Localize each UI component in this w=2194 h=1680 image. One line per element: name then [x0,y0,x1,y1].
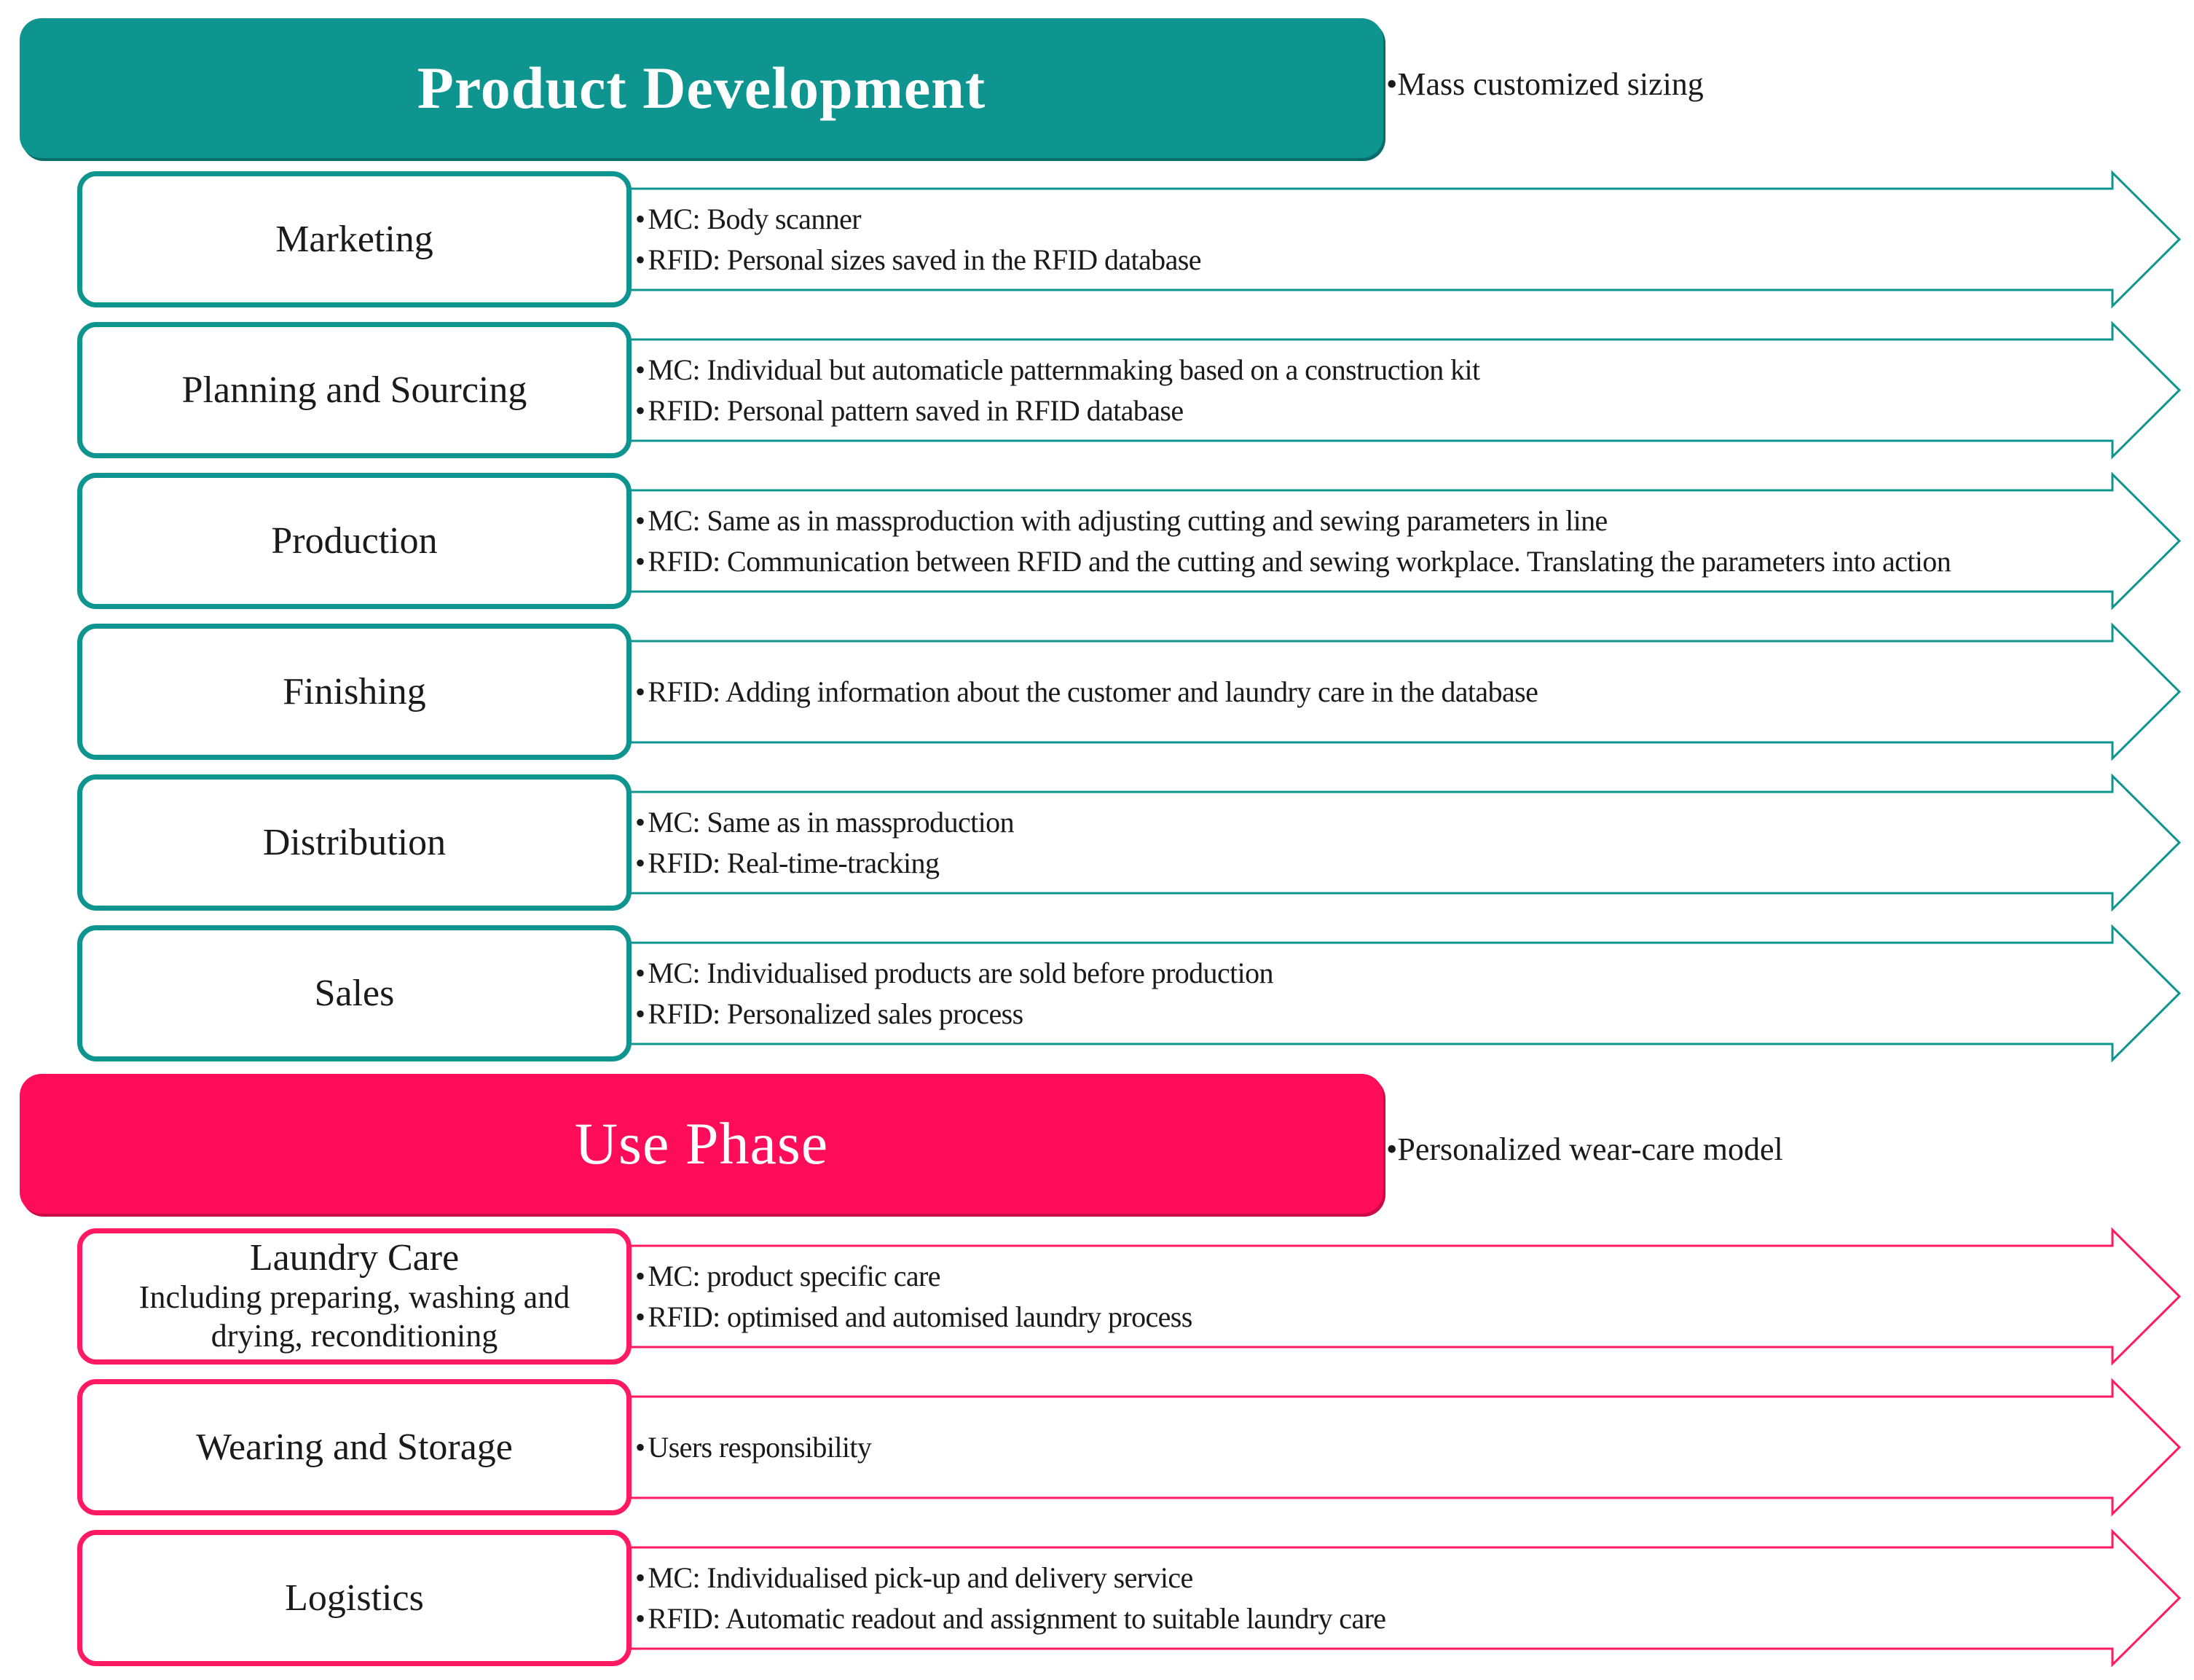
bullet-item: MC: Body scanner [635,199,2136,240]
use-phase-title: Use Phase [574,1110,829,1177]
bullet-item: MC: product specific care [635,1256,2136,1297]
stage-box: Planning and Sourcing [77,322,632,458]
stage-title: Sales [314,972,395,1014]
bullet-item: RFID: Personalized sales process [635,994,2136,1035]
stage-title: Wearing and Storage [196,1426,513,1468]
bullet-item: MC: Same as in massproduction with adjus… [635,501,2136,541]
bullet-list: Users responsibility [635,1379,2136,1515]
bullet-item: RFID: Real-time-tracking [635,843,2136,884]
stage-box: Distribution [77,774,632,911]
stage-box: Marketing [77,171,632,307]
stage-box: Production [77,473,632,609]
stage-box: Sales [77,925,632,1061]
stage-title: Distribution [262,821,447,863]
stage-subtitle: Including preparing, washing and drying,… [138,1279,570,1354]
bullet-item: Users responsibility [635,1427,2136,1468]
bullet-item: RFID: Communication between RFID and the… [635,541,2136,582]
bullet-item: MC: Individualised products are sold bef… [635,953,2136,994]
bullet-item: RFID: Personal sizes saved in the RFID d… [635,240,2136,280]
bullet-item: MC: Individual but automaticle patternma… [635,350,2136,390]
product-development-note-text: Mass customized sizing [1397,66,1704,102]
stage-box: Logistics [77,1530,632,1666]
stage-box: Laundry Care Including preparing, washin… [77,1228,632,1365]
bullet-item: RFID: optimised and automised laundry pr… [635,1297,2136,1338]
product-development-note: •Mass customized sizing [1386,66,1704,102]
bullet-item: MC: Same as in massproduction [635,802,2136,843]
bullet-list: MC: Individual but automaticle patternma… [635,322,2136,458]
bullet-item: RFID: Adding information about the custo… [635,672,2136,713]
bullet-item: RFID: Personal pattern saved in RFID dat… [635,390,2136,431]
use-phase-note-text: Personalized wear-care model [1397,1131,1783,1167]
bullet-list: MC: Individualised pick-up and delivery … [635,1530,2136,1666]
bullet-item: MC: Individualised pick-up and delivery … [635,1558,2136,1598]
stage-title: Planning and Sourcing [181,369,527,411]
stage-title: Logistics [285,1577,424,1619]
bullet-list: MC: Body scanner RFID: Personal sizes sa… [635,171,2136,307]
use-phase-header: Use Phase [20,1074,1383,1214]
stage-title: Finishing [283,670,426,713]
stage-box: Wearing and Storage [77,1379,632,1515]
stage-box: Finishing [77,624,632,760]
use-phase-note: •Personalized wear-care model [1386,1131,1783,1167]
product-development-title: Product Development [417,55,986,121]
bullet-list: MC: Individualised products are sold bef… [635,925,2136,1061]
bullet-list: RFID: Adding information about the custo… [635,624,2136,760]
bullet-item: RFID: Automatic readout and assignment t… [635,1598,2136,1639]
bullet-list: MC: product specific care RFID: optimise… [635,1228,2136,1365]
stage-title: Production [271,519,438,562]
stage-title: Laundry Care [249,1237,460,1279]
stage-title: Marketing [275,218,433,260]
bullet-list: MC: Same as in massproduction RFID: Real… [635,774,2136,911]
product-development-header: Product Development [20,18,1383,158]
bullet-list: MC: Same as in massproduction with adjus… [635,473,2136,609]
